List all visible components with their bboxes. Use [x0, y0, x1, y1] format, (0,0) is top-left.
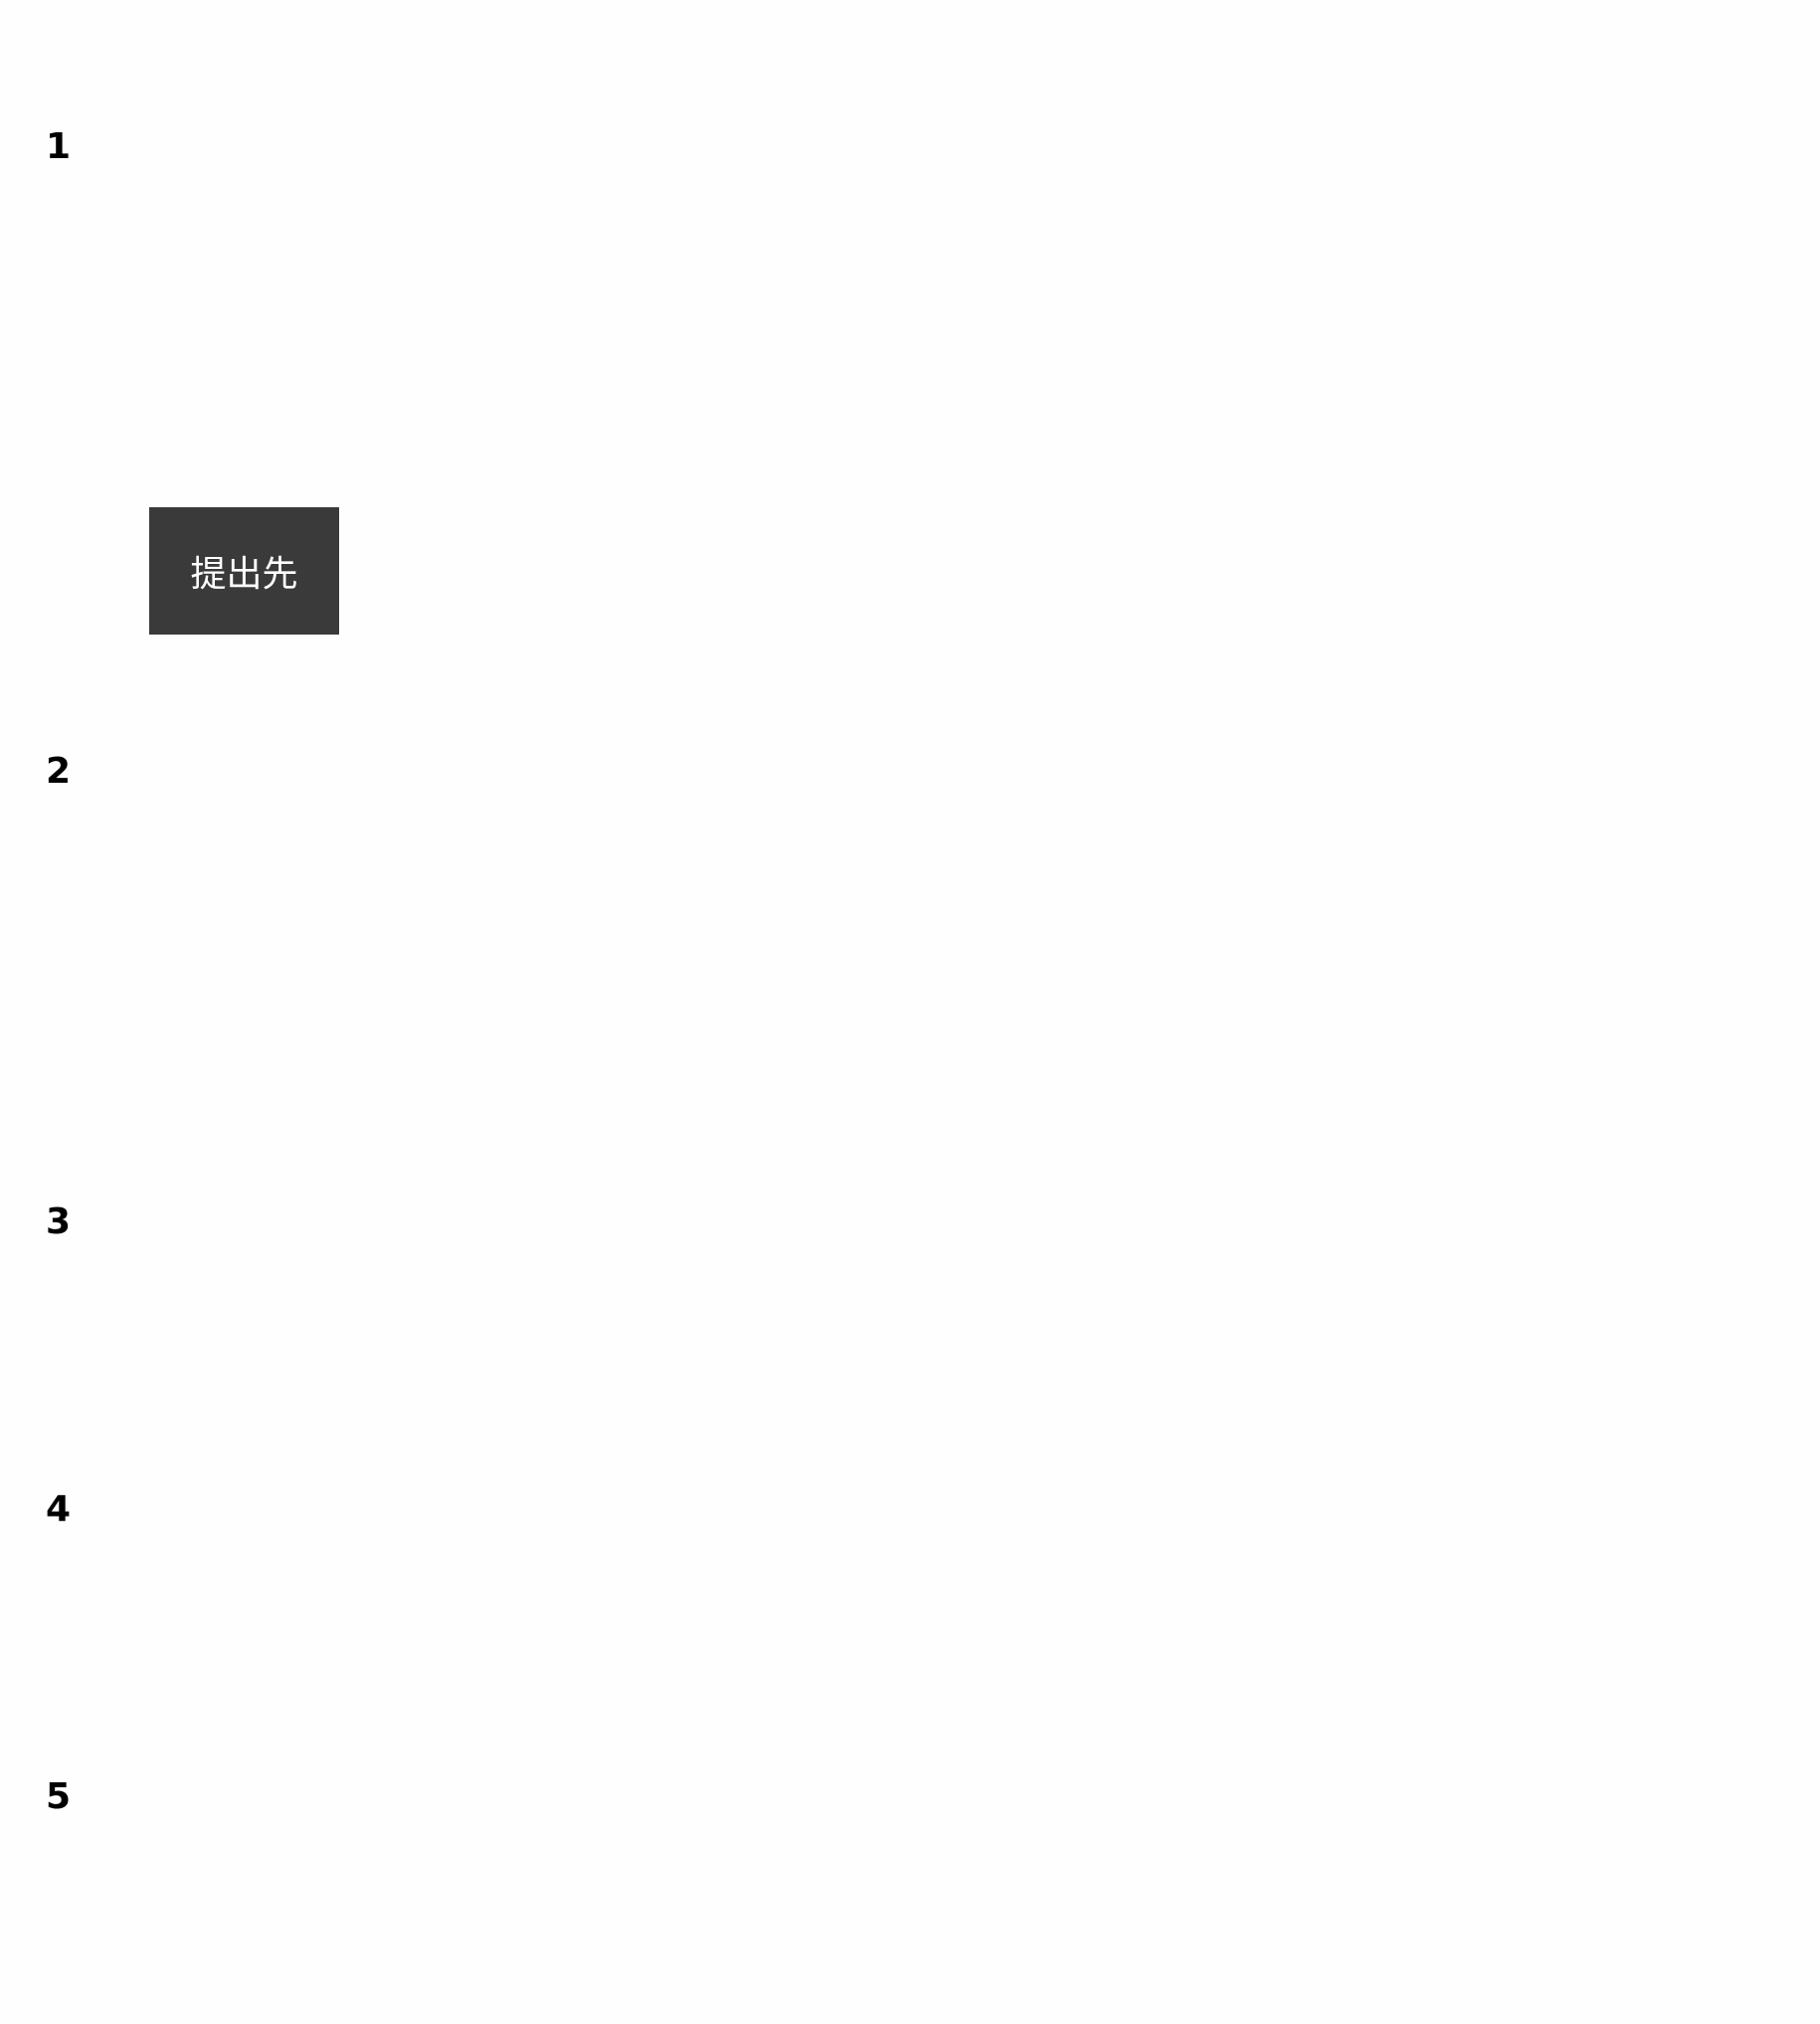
submission-destination-button[interactable]: 提出先	[149, 507, 339, 635]
step-number-2: 2	[46, 751, 72, 792]
step-number-1: 1	[46, 126, 72, 167]
step-number-5: 5	[46, 1776, 72, 1817]
step-number-3: 3	[46, 1201, 72, 1242]
step-number-4: 4	[46, 1489, 72, 1530]
